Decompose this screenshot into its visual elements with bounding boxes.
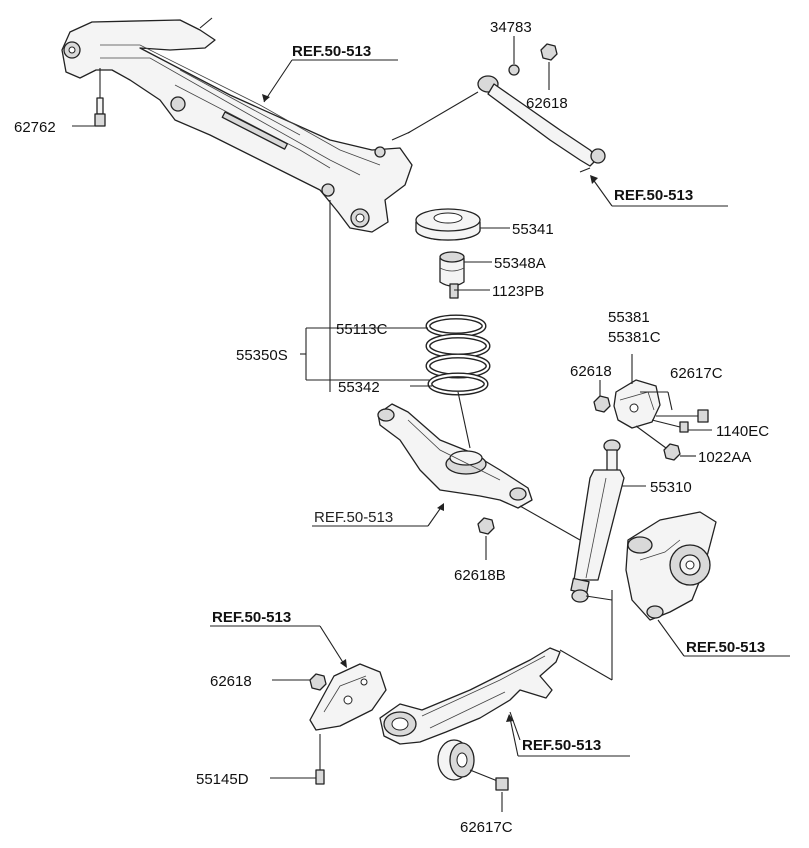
bracket-55145D bbox=[270, 663, 387, 785]
bolt-62617C-mid-icon bbox=[640, 391, 709, 423]
label-1022AA: 1022AA bbox=[698, 449, 751, 466]
subframe-crossmember bbox=[61, 17, 413, 233]
label-55381: 55381 bbox=[608, 309, 650, 326]
label-55145D: 55145D bbox=[196, 771, 249, 788]
ref-leaders bbox=[210, 59, 790, 757]
bolt-1140EC-icon bbox=[651, 419, 712, 433]
spring-leaders bbox=[300, 200, 432, 392]
label-34783: 34783 bbox=[490, 19, 532, 36]
label-62618-low: 62618 bbox=[210, 673, 252, 690]
spring-pad-55341 bbox=[415, 208, 510, 241]
ref-label-lower-arm: REF.50-513 bbox=[314, 509, 393, 526]
label-55342: 55342 bbox=[338, 379, 380, 396]
ref-label-trailing-arm: REF.50-513 bbox=[522, 737, 601, 754]
ref-label-bracket: REF.50-513 bbox=[212, 609, 291, 626]
label-55348A: 55348A bbox=[494, 255, 546, 272]
label-55310: 55310 bbox=[650, 479, 692, 496]
trailing-arm bbox=[379, 647, 561, 812]
nut-62618B-icon bbox=[477, 517, 495, 560]
label-62617C-bot: 62617C bbox=[460, 819, 513, 836]
label-55113C: 55113C bbox=[336, 321, 388, 338]
label-1140EC: 1140EC bbox=[716, 423, 769, 440]
label-55350S: 55350S bbox=[236, 347, 288, 364]
label-62762: 62762 bbox=[14, 119, 56, 136]
ref-label-upper-arm: REF.50-513 bbox=[614, 187, 693, 204]
label-1123PB: 1123PB bbox=[492, 283, 544, 300]
shock-absorber-55310 bbox=[570, 439, 646, 603]
label-55341: 55341 bbox=[512, 221, 554, 238]
bolt-62762-icon bbox=[72, 68, 106, 127]
label-62618B: 62618B bbox=[454, 567, 506, 584]
ref-label-knuckle: REF.50-513 bbox=[686, 639, 765, 656]
nut-1022AA-icon bbox=[635, 425, 696, 461]
nut-62618-low-icon bbox=[272, 673, 327, 691]
ref-label-subframe: REF.50-513 bbox=[292, 43, 371, 60]
bolt-1123PB-icon bbox=[449, 283, 490, 299]
shock-bracket-55381 bbox=[613, 354, 661, 429]
nut-34783-icon bbox=[508, 36, 520, 76]
label-62618-top: 62618 bbox=[526, 95, 568, 112]
lower-spring-arm bbox=[377, 391, 581, 541]
label-55381C: 55381C bbox=[608, 329, 661, 346]
bump-stopper-55348A bbox=[439, 251, 492, 287]
knuckle-assembly bbox=[559, 511, 717, 681]
nut-62618-top-icon bbox=[540, 43, 558, 90]
nut-62618-mid-icon bbox=[593, 380, 611, 413]
coil-spring-55350S bbox=[425, 314, 491, 396]
label-62617C-mid: 62617C bbox=[670, 365, 723, 382]
upper-control-arm bbox=[407, 75, 606, 173]
label-62618-mid: 62618 bbox=[570, 363, 612, 380]
